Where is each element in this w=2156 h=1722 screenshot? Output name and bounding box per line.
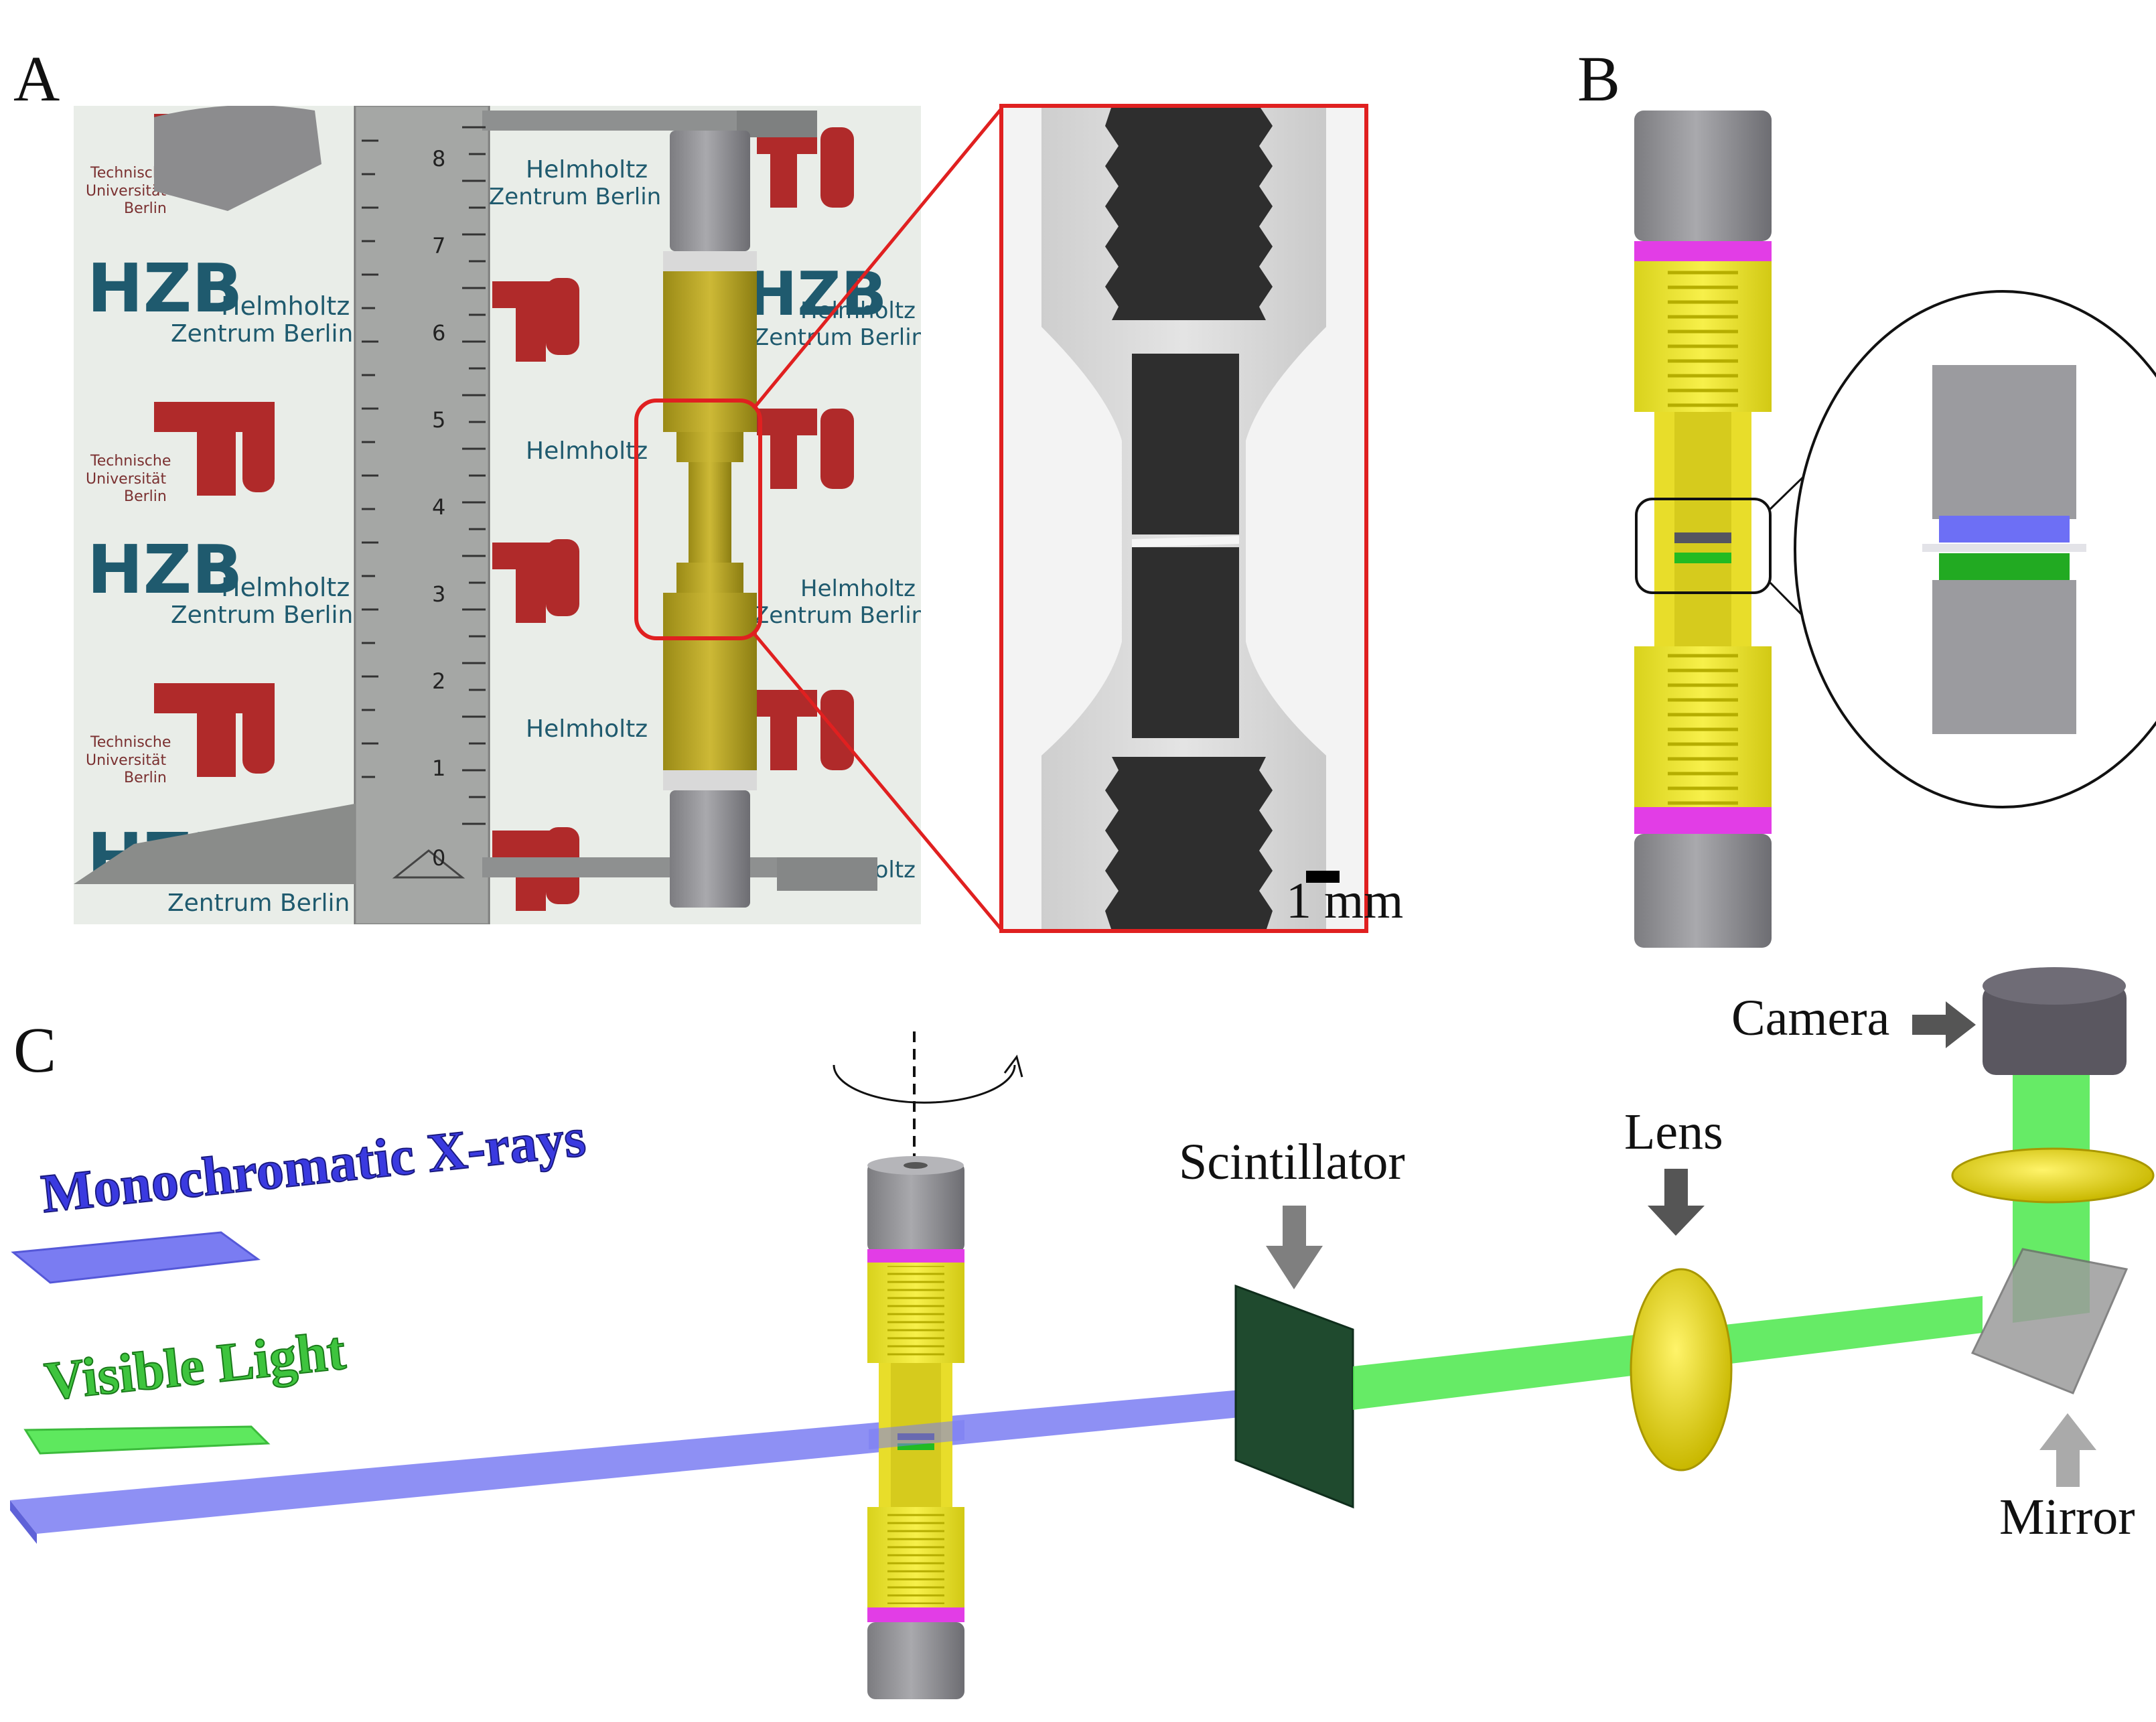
mirror-element [1970, 1248, 2129, 1394]
svg-text:HZB: HZB [747, 259, 887, 330]
svg-text:Zentrum Berlin: Zentrum Berlin [167, 889, 350, 917]
inset-blue-layer [1939, 516, 2070, 543]
svg-text:Helmholtz: Helmholtz [221, 291, 350, 321]
scintillator-plate [1234, 1284, 1354, 1509]
detail-inset [1794, 290, 2156, 808]
lower-threads [1668, 650, 1738, 807]
detail-box [1635, 498, 1772, 594]
photo-specimen [663, 131, 757, 908]
xray-beam [10, 1383, 1316, 1534]
svg-text:Berlin: Berlin [124, 200, 167, 217]
logo-tu-3: Technische Universität Berlin [86, 683, 275, 786]
upper-magenta-ring [1634, 241, 1772, 261]
legend-xray-swatch [11, 1231, 261, 1284]
svg-text:HZB: HZB [87, 530, 242, 609]
lower-magenta-ring [1634, 807, 1772, 834]
panel-letter-a: A [13, 43, 60, 115]
svg-text:Helmholtz: Helmholtz [526, 156, 648, 184]
svg-text:2: 2 [432, 668, 445, 694]
camera-body [1983, 967, 2127, 1075]
logo-hzb-2: HZB Helmholtz Zentrum Berlin [87, 530, 353, 629]
logo-tu-2: Technische Universität Berlin [86, 402, 275, 505]
svg-text:Berlin: Berlin [124, 770, 167, 786]
lens-element [1630, 1268, 1733, 1472]
svg-text:Universität: Universität [86, 752, 166, 769]
svg-text:8: 8 [432, 146, 445, 171]
svg-text:Zentrum Berlin: Zentrum Berlin [753, 324, 926, 351]
mirror-arrow [2039, 1413, 2096, 1487]
camera-arrow [1912, 1001, 1976, 1048]
camera-lens-element [1951, 1147, 2155, 1204]
logo-helmholtz-mid: Helmholtz Zentrum Berlin Helmholtz Helmh… [489, 156, 661, 743]
legend-xray-label: Monochromatic X-rays [38, 1106, 588, 1224]
svg-text:Zentrum Berlin: Zentrum Berlin [171, 601, 353, 629]
panel-letter-b: B [1577, 43, 1620, 115]
logo-tu-mid-2 [492, 539, 579, 623]
scale-bar [1306, 871, 1340, 883]
inset-green-layer [1939, 553, 2070, 580]
svg-text:Helmholtz: Helmholtz [800, 575, 916, 602]
lens-label: Lens [1624, 1104, 1723, 1160]
legend-visible-swatch [23, 1425, 271, 1455]
svg-text:Helmholtz: Helmholtz [800, 297, 916, 324]
panel-letter-c: C [13, 1014, 56, 1086]
xray-radiograph: 1 mm [999, 104, 1403, 933]
inset-lower-grip [1932, 580, 2076, 734]
scintillator-arrow [1266, 1206, 1323, 1289]
svg-text:6: 6 [432, 320, 445, 346]
xray-gap [1132, 536, 1239, 547]
rotation-arrow [833, 1064, 1016, 1104]
svg-text:4: 4 [432, 494, 445, 520]
specimen-photo: Technische Universität Berlin HZB Helmho… [74, 106, 926, 924]
camera-label: Camera [1731, 990, 1889, 1046]
svg-text:Helmholtz: Helmholtz [526, 715, 648, 743]
photo-background [74, 106, 921, 924]
svg-text:Technische: Technische [90, 453, 171, 470]
inset-gap [1922, 544, 2086, 552]
zoom-highlight-box [634, 399, 762, 640]
svg-text:Zentrum Berlin: Zentrum Berlin [489, 184, 661, 210]
xray-upper-thread [1105, 106, 1273, 320]
lens-arrow [1648, 1169, 1705, 1236]
svg-text:5: 5 [432, 407, 445, 433]
inset-upper-grip [1932, 365, 2076, 519]
xray-lower-thread [1105, 757, 1273, 931]
svg-text:Helmholtz: Helmholtz [221, 573, 350, 602]
svg-text:Zentrum Berlin: Zentrum Berlin [753, 602, 926, 629]
svg-text:1: 1 [432, 756, 445, 781]
scintillator-label: Scintillator [1179, 1134, 1405, 1190]
svg-text:3: 3 [432, 581, 445, 607]
lower-pellet [1674, 553, 1731, 563]
upper-grip [1634, 111, 1772, 241]
xray-upper-shaft [1132, 354, 1239, 534]
scale-bar-label: 1 mm [1286, 873, 1403, 929]
xray-lower-shaft [1132, 547, 1239, 738]
svg-text:Helmholtz: Helmholtz [526, 437, 648, 465]
legend-visible-label: Visible Light [42, 1319, 348, 1412]
svg-text:Zentrum Berlin: Zentrum Berlin [171, 320, 353, 348]
svg-text:7: 7 [432, 233, 445, 259]
svg-text:Universität: Universität [86, 183, 166, 200]
logo-tu-mid-1 [492, 278, 579, 362]
svg-text:Technische: Technische [90, 734, 171, 751]
svg-text:HZB: HZB [87, 249, 242, 328]
zoom-line-bottom [752, 632, 1004, 932]
logo-hzb-1: HZB Helmholtz Zentrum Berlin [87, 249, 353, 348]
ruler-numbers: 0 1 2 3 4 5 6 7 8 [432, 146, 445, 871]
lower-grip [1634, 834, 1772, 948]
upper-pellet [1674, 532, 1731, 543]
mirror-label: Mirror [1999, 1489, 2135, 1545]
svg-text:Berlin: Berlin [124, 488, 167, 505]
upper-threads [1668, 265, 1738, 412]
beamline-specimen [867, 1156, 964, 1699]
svg-text:Universität: Universität [86, 471, 166, 488]
svg-text:0: 0 [432, 845, 445, 871]
specimen-assembly-3d [1634, 111, 1772, 948]
zoom-line-top [752, 106, 1004, 410]
